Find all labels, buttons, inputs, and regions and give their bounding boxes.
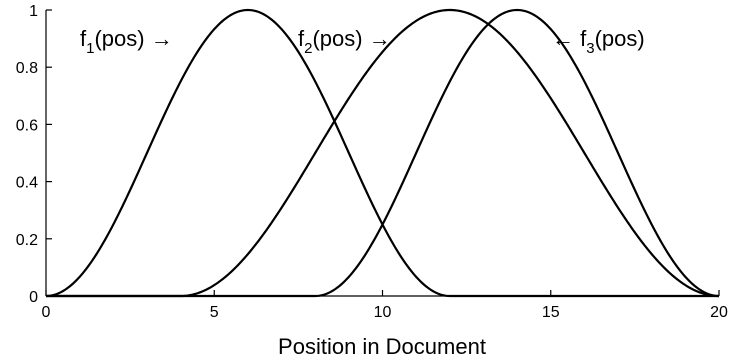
series-line-3 — [46, 8, 720, 298]
y-tick-label: 0.6 — [16, 117, 38, 134]
y-tick-label: 0.2 — [16, 232, 38, 249]
y-tick-label: 0 — [29, 289, 38, 306]
x-tick-label: 10 — [374, 304, 392, 321]
annotations: f1(pos) → f2(pos) → ← f3(pos) — [80, 26, 645, 57]
y-tick-label: 0.4 — [16, 175, 38, 192]
x-tick-label: 5 — [210, 304, 219, 321]
x-tick-label: 15 — [542, 304, 560, 321]
annotation-f1: f1(pos) → — [80, 26, 173, 57]
y-tick-label: 0.8 — [16, 60, 38, 77]
x-tick-label: 20 — [710, 304, 728, 321]
annotation-f2: f2(pos) → — [298, 26, 391, 57]
curves — [45, 8, 720, 298]
y-tick-label: 1 — [29, 3, 38, 20]
x-axis-label: Position in Document — [278, 334, 486, 359]
ticks: 0 5 10 15 20 0 0.2 0.4 0.6 0.8 1 — [16, 3, 728, 321]
annotation-f3: ← f3(pos) — [552, 26, 645, 57]
x-tick-label: 0 — [42, 304, 51, 321]
